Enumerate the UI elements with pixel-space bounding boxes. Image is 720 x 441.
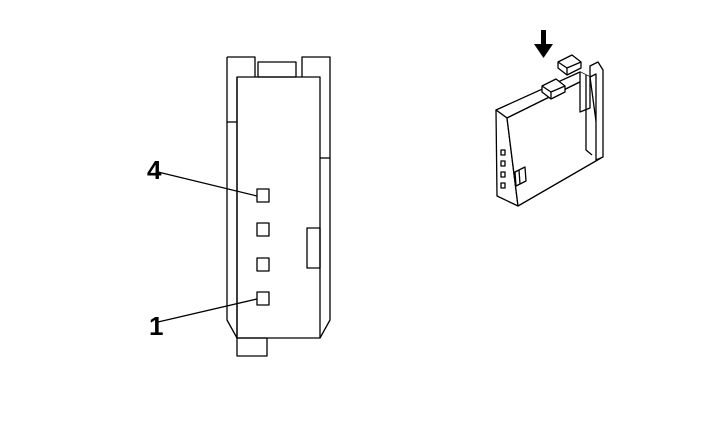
- connector-front-view: 4 1: [147, 56, 331, 357]
- pin-cavity-4: [256, 188, 270, 203]
- side-tab: [306, 227, 321, 269]
- iso-top-latch-2: [541, 78, 566, 100]
- iso-pin-2: [500, 171, 506, 178]
- iso-pin-1: [500, 182, 506, 189]
- iso-side-lock: [514, 166, 527, 187]
- connector-body: [236, 76, 321, 339]
- connector-iso-view: [495, 30, 604, 207]
- right-rail: [301, 56, 331, 339]
- iso-pin-3: [500, 160, 506, 167]
- leader-line-pin-4: [157, 171, 258, 197]
- bottom-tab: [236, 337, 268, 357]
- leader-line-pin-1: [157, 298, 258, 323]
- pin-label-4: 4: [147, 155, 162, 185]
- pin-label-1: 1: [149, 311, 163, 341]
- iso-pin-4: [500, 149, 506, 156]
- arrow-down-icon: [534, 30, 553, 58]
- iso-top-latch-1: [557, 54, 582, 76]
- pin-cavity-1: [256, 291, 270, 306]
- top-latch: [257, 61, 297, 78]
- left-rail: [226, 56, 256, 339]
- pin-cavity-3: [256, 222, 270, 237]
- pin-cavity-2: [256, 257, 270, 272]
